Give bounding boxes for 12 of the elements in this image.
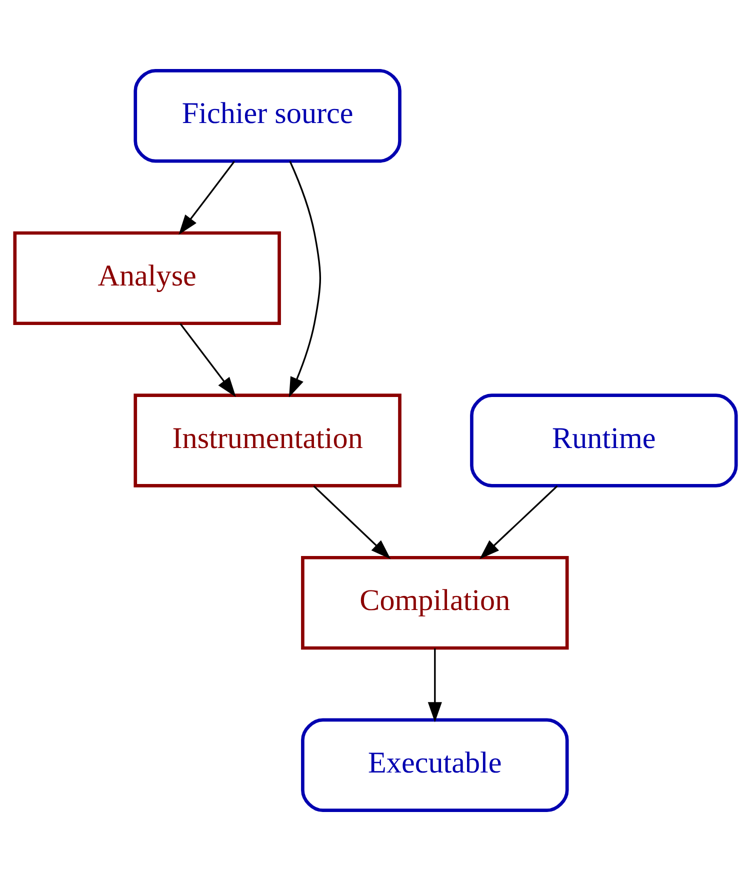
node-box: Compilation	[301, 555, 569, 650]
node-box: Fichier source	[134, 68, 402, 162]
arrow	[180, 322, 236, 397]
node-box: Instrumentation	[134, 393, 402, 487]
node-box: Runtime	[470, 393, 738, 487]
arrow	[288, 160, 322, 397]
arrow	[480, 484, 558, 559]
arrow	[428, 648, 442, 722]
node-box: Executable	[301, 718, 569, 812]
arrow	[313, 484, 391, 559]
node-box: Analyse	[13, 230, 281, 325]
arrow	[178, 160, 235, 234]
